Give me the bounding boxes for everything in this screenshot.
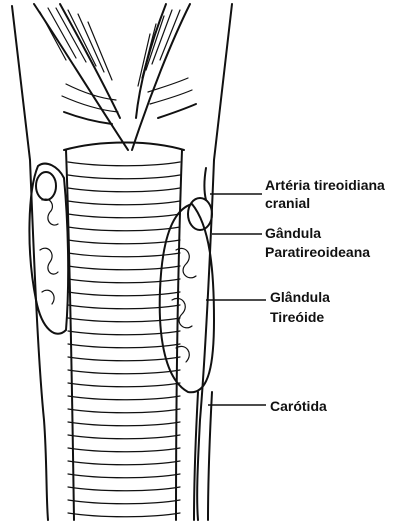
cartilage-ring bbox=[68, 422, 180, 426]
larynx-muscles bbox=[34, 4, 196, 150]
cartilage-ring bbox=[68, 370, 180, 374]
cartilage-ring bbox=[68, 487, 180, 491]
cartilage-ring bbox=[68, 448, 180, 452]
trachea-cartilage-rings bbox=[68, 162, 180, 517]
thyroid-lobe-right bbox=[160, 198, 214, 392]
label-thyroid-line2: Tireóide bbox=[270, 309, 324, 325]
label-cranial-artery-line1: Artéria tireoidiana bbox=[265, 177, 385, 193]
cartilage-ring bbox=[68, 318, 180, 322]
label-cranial-artery-line2: cranial bbox=[265, 195, 310, 211]
cartilage-ring bbox=[68, 383, 180, 387]
cartilage-ring bbox=[68, 331, 180, 335]
thyroid-lobe-left bbox=[29, 164, 68, 334]
neck-outline bbox=[12, 4, 232, 520]
cartilage-ring bbox=[68, 305, 180, 309]
label-parathyroid-line2: Paratireoideana bbox=[265, 244, 370, 260]
cartilage-ring bbox=[68, 357, 180, 361]
cartilage-ring bbox=[68, 227, 180, 231]
cartilage-ring bbox=[68, 175, 180, 179]
carotid-artery bbox=[194, 168, 212, 520]
cartilage-ring bbox=[68, 292, 180, 296]
cartilage-ring bbox=[68, 435, 180, 439]
cartilage-ring bbox=[68, 461, 180, 465]
cartilage-ring bbox=[68, 396, 180, 400]
label-parathyroid-line1: Gândula bbox=[265, 225, 321, 241]
cartilage-ring bbox=[68, 201, 180, 205]
cartilage-ring bbox=[68, 188, 180, 192]
parathyroid-right bbox=[188, 198, 212, 230]
cartilage-ring bbox=[68, 266, 180, 270]
cartilage-ring bbox=[68, 474, 180, 478]
cartilage-ring bbox=[68, 214, 180, 218]
parathyroid-left bbox=[36, 172, 56, 200]
trachea bbox=[64, 143, 184, 521]
cartilage-ring bbox=[68, 162, 180, 166]
cartilage-ring bbox=[68, 409, 180, 413]
cartilage-ring bbox=[68, 513, 180, 517]
label-carotid: Carótida bbox=[270, 398, 327, 414]
label-thyroid-line1: Glândula bbox=[270, 289, 330, 305]
cartilage-ring bbox=[68, 500, 180, 504]
cartilage-ring bbox=[68, 279, 180, 283]
cartilage-ring bbox=[68, 240, 180, 244]
